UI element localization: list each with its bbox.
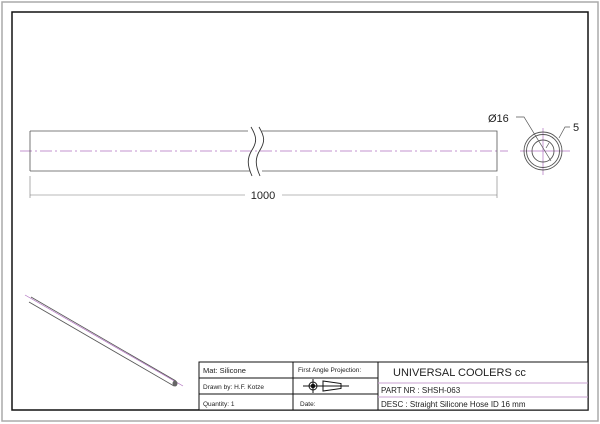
length-dimension: 1000 (251, 190, 275, 202)
projection-label: First Angle Projection: (298, 367, 361, 374)
diameter-dimension: Ø16 (488, 113, 509, 125)
description: DESC : Straight Silicone Hose ID 16 mm (381, 400, 526, 409)
date-label: Date: (300, 401, 316, 408)
hose-front-view: 1000 (20, 126, 508, 202)
quantity: Quantity: 1 (203, 401, 235, 408)
wall-dimension: 5 (573, 122, 579, 134)
hose-isometric-view (24, 294, 184, 387)
company-name: UNIVERSAL COOLERS cc (393, 367, 526, 379)
inner-border (11, 11, 589, 411)
material-label: Mat: Silicone (203, 366, 246, 375)
part-number: PART NR : SHSH-063 (381, 386, 461, 395)
break-line (247, 126, 257, 177)
title-block (198, 361, 589, 411)
first-angle-projection-icon (303, 379, 349, 393)
drawn-by: Drawn by: H.F. Kotze (203, 384, 264, 391)
hose-end-view: Ø16 5 (488, 113, 579, 175)
